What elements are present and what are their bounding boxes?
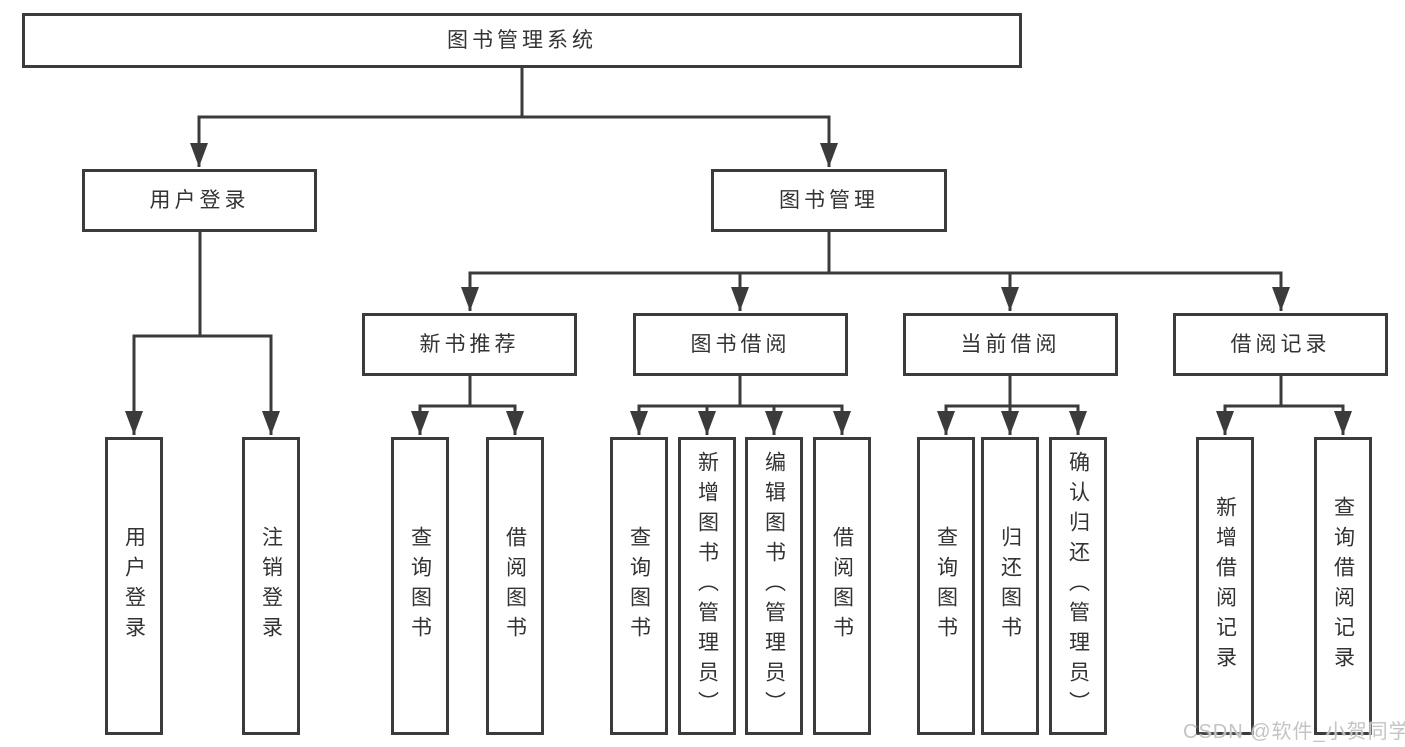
node-label: 图书管理系统 <box>447 29 597 52</box>
leaf-query-books-borrow: 查询图书 <box>610 437 668 735</box>
node-current-borrowing: 当前借阅 <box>903 313 1118 376</box>
node-label: 借阅图书 <box>830 526 854 646</box>
node-label: 用户登录 <box>149 189 250 212</box>
node-label: 用户登录 <box>122 526 146 646</box>
node-label: 查询图书 <box>408 526 432 646</box>
leaf-user-login: 用户登录 <box>105 437 163 735</box>
leaf-add-books-admin: 新增图书（管理员） <box>678 437 736 735</box>
node-label: 查询图书 <box>934 526 958 646</box>
node-label: 确认归还（管理员） <box>1066 451 1090 721</box>
node-label: 图书管理 <box>779 189 879 212</box>
node-label: 新增借阅记录 <box>1213 496 1237 676</box>
csdn-watermark: CSDN @软件_小贺同学 <box>1183 721 1405 743</box>
node-label: 借阅图书 <box>503 526 527 646</box>
node-label: 借阅记录 <box>1230 333 1331 356</box>
node-label: 注销登录 <box>259 526 283 646</box>
leaf-return-books: 归还图书 <box>981 437 1039 735</box>
leaf-borrow-books: 借阅图书 <box>813 437 871 735</box>
node-borrowing-records: 借阅记录 <box>1173 313 1388 376</box>
node-label: 新增图书（管理员） <box>695 451 719 721</box>
node-label: 查询借阅记录 <box>1331 496 1355 676</box>
leaf-edit-books-admin: 编辑图书（管理员） <box>745 437 803 735</box>
node-label: 查询图书 <box>627 526 651 646</box>
node-label: 归还图书 <box>998 526 1022 646</box>
node-root-system: 图书管理系统 <box>22 13 1022 68</box>
leaf-borrow-books-recommend: 借阅图书 <box>486 437 544 735</box>
node-user-login-branch: 用户登录 <box>82 169 317 232</box>
leaf-confirm-return-admin: 确认归还（管理员） <box>1049 437 1107 735</box>
node-label: 编辑图书（管理员） <box>762 451 786 721</box>
node-label: 新书推荐 <box>419 333 520 356</box>
leaf-query-borrow-record: 查询借阅记录 <box>1314 437 1372 735</box>
node-book-management-branch: 图书管理 <box>711 169 947 232</box>
node-label: 图书借阅 <box>690 333 791 356</box>
leaf-add-borrow-record: 新增借阅记录 <box>1196 437 1254 735</box>
leaf-query-books-recommend: 查询图书 <box>391 437 449 735</box>
node-label: 当前借阅 <box>960 333 1061 356</box>
node-book-borrowing: 图书借阅 <box>633 313 848 376</box>
node-new-book-recommend: 新书推荐 <box>362 313 577 376</box>
leaf-query-books-current: 查询图书 <box>917 437 975 735</box>
leaf-logout: 注销登录 <box>242 437 300 735</box>
